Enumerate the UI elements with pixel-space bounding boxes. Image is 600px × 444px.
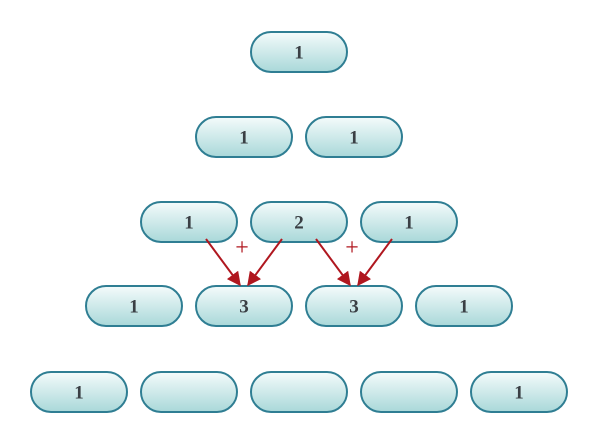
pill-value: 1 xyxy=(349,128,359,149)
pill-value: 1 xyxy=(184,213,194,234)
pill-r3-c3: 1 xyxy=(415,285,513,327)
pill-box xyxy=(305,116,403,158)
pill-box xyxy=(85,285,183,327)
sum-arrow xyxy=(357,238,393,287)
pill-r3-c1: 3 xyxy=(195,285,293,327)
pill-box xyxy=(195,116,293,158)
pill-box xyxy=(30,371,128,413)
pill-value: 1 xyxy=(404,213,414,234)
plus-sign: + xyxy=(345,235,359,261)
pill-box xyxy=(140,201,238,243)
pill-box xyxy=(305,285,403,327)
pill-box xyxy=(250,201,348,243)
pill-r3-c2: 3 xyxy=(305,285,403,327)
pill-box xyxy=(360,201,458,243)
pill-r3-c0: 1 xyxy=(85,285,183,327)
sum-arrow xyxy=(315,238,351,287)
pill-box xyxy=(195,285,293,327)
pill-value: 1 xyxy=(129,297,139,318)
pill-r2-c0: 1 xyxy=(140,201,238,243)
pill-value: 1 xyxy=(239,128,249,149)
pill-r0-c0: 1 xyxy=(250,31,348,73)
pill-r4-c2 xyxy=(250,371,348,413)
pill-r1-c0: 1 xyxy=(195,116,293,158)
sum-annotation-1: + xyxy=(315,235,393,287)
plus-sign: + xyxy=(235,235,249,261)
pill-value: 3 xyxy=(239,297,249,318)
pill-r2-c1: 2 xyxy=(250,201,348,243)
sum-arrow xyxy=(205,238,241,287)
pill-box xyxy=(140,371,238,413)
pill-box xyxy=(470,371,568,413)
pill-value: 1 xyxy=(294,43,304,64)
arrows-layer: ++ xyxy=(205,235,393,287)
sum-annotation-0: + xyxy=(205,235,283,287)
pill-box xyxy=(250,371,348,413)
pill-value: 1 xyxy=(459,297,469,318)
pill-r2-c2: 1 xyxy=(360,201,458,243)
pill-box xyxy=(250,31,348,73)
pill-value: 1 xyxy=(74,383,84,404)
pill-r4-c1 xyxy=(140,371,238,413)
pill-value: 1 xyxy=(514,383,524,404)
pill-value: 2 xyxy=(294,213,304,234)
pill-box xyxy=(360,371,458,413)
pill-r1-c1: 1 xyxy=(305,116,403,158)
sum-arrow xyxy=(247,238,283,287)
pill-r4-c3 xyxy=(360,371,458,413)
pill-r4-c4: 1 xyxy=(470,371,568,413)
pill-value: 3 xyxy=(349,297,359,318)
pill-r4-c0: 1 xyxy=(30,371,128,413)
pill-box xyxy=(415,285,513,327)
pills-layer: 1 1 1 1 2 1 1 3 3 1 1 1 xyxy=(30,31,568,413)
